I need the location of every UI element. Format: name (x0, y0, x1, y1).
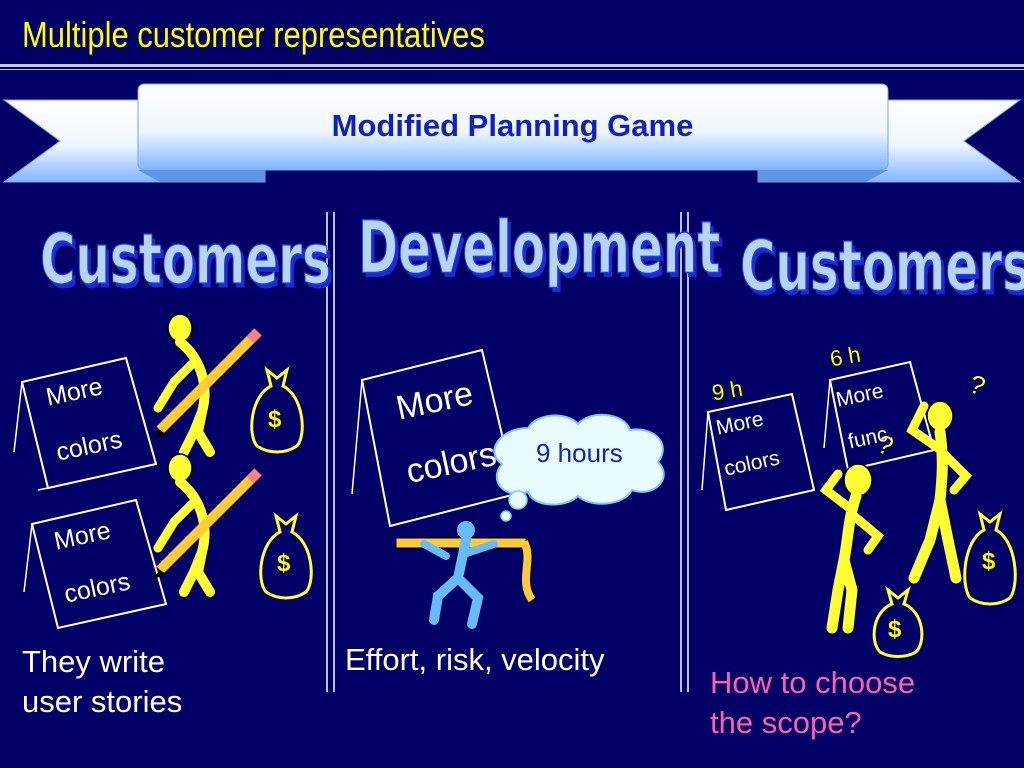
caption-right: How to choose the scope? (710, 663, 915, 743)
story-card-left-top (13, 356, 158, 491)
column-divider-right-inner (687, 212, 689, 692)
thought-cloud (493, 413, 665, 522)
money-bag-icon-right-top (963, 510, 1017, 606)
story-card-left-bottom (23, 498, 168, 630)
dollar-sign-right-bottom: $ (888, 616, 902, 643)
heading-customers-left: Customers (40, 217, 332, 300)
dollar-sign-left-top: $ (268, 406, 282, 433)
title-divider-thin (0, 69, 1024, 70)
column-divider-left-inner (333, 212, 335, 692)
heading-development: Development (358, 204, 721, 290)
money-bag-icon-left-bottom (259, 512, 313, 600)
caption-right-line1: How to choose (710, 665, 916, 700)
slide-title: Multiple customer representatives (22, 14, 485, 55)
developer-measuring-figure (395, 521, 536, 629)
money-bag-icon-left-top (250, 366, 304, 454)
heading-customers-right: Customers (740, 224, 1024, 307)
dollar-sign-left-bottom: $ (277, 550, 291, 577)
dollar-sign-right-top: $ (982, 548, 996, 575)
caption-left: They write user stories (22, 642, 182, 722)
title-divider (0, 64, 1024, 67)
customer-writing-figure-bottom (152, 453, 262, 597)
story-card-right-colors (701, 392, 816, 512)
customer-thinking-figure-back (906, 400, 973, 584)
column-divider-left (326, 212, 328, 692)
money-bag-icon-right-bottom (872, 586, 924, 658)
column-divider-right (680, 212, 682, 692)
caption-left-line1: They write (22, 644, 165, 679)
customer-writing-figure-top (152, 313, 262, 457)
banner-title: Modified Planning Game (331, 108, 694, 143)
caption-middle: Effort, risk, velocity (345, 642, 605, 677)
caption-right-line2: the scope? (710, 705, 862, 740)
banner-ribbon (2, 83, 1022, 183)
caption-left-line2: user stories (22, 684, 183, 719)
customer-thinking-figure-front (819, 463, 885, 634)
thought-cloud-text: 9 hours (536, 438, 623, 468)
